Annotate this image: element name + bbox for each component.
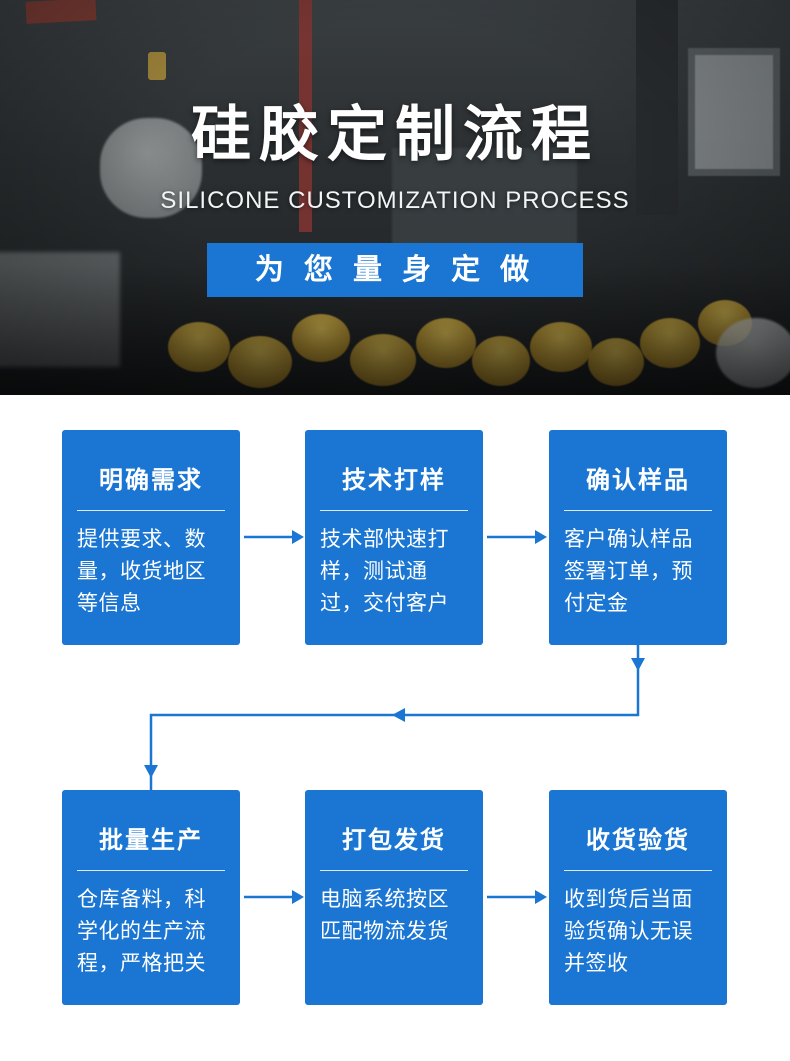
step-divider [564,510,712,511]
step-divider [564,870,712,871]
arrow-down-icon [631,658,645,671]
step-divider [77,510,225,511]
arrow-down-icon [144,765,158,778]
arrow-right-icon [535,890,547,904]
photo-hoist-shape [148,52,166,80]
step-card-3: 确认样品 客户确认样品签署订单，预付定金 [549,430,727,645]
arrow-left-icon [392,708,405,722]
step-description: 仓库备料，科学化的生产流程，严格把关 [77,888,206,975]
step-card-6: 收货验货 收到货后当面验货确认无误并签收 [549,790,727,1005]
hero-vignette [0,0,790,395]
page-subtitle: SILICONE CUSTOMIZATION PROCESS [160,187,630,214]
tagline-banner: 为 您 量 身 定 做 [206,243,584,297]
flow-connectors [144,530,645,904]
step-description: 技术部快速打样，测试通过，交付客户 [320,528,449,615]
step-card-4: 批量生产 仓库备料，科学化的生产流程，严格把关 [62,790,240,1005]
arrow-right-icon [535,530,547,544]
step-description: 客户确认样品签署订单，预付定金 [564,528,693,615]
photo-rack-shape [636,0,678,215]
step-divider [320,870,468,871]
step-divider [320,510,468,511]
arrow-right-icon [292,530,304,544]
step-title: 技术打样 [342,467,446,494]
step-card-2: 技术打样 技术部快速打样，测试通过，交付客户 [305,430,483,645]
wrap-connector-line [149,645,640,790]
arrow-right-icon [292,890,304,904]
photo-ibc-tote-shape [688,48,780,176]
step-card-5: 打包发货 电脑系统按区匹配物流发货 [305,790,483,1005]
step-title: 批量生产 [99,827,203,854]
photo-white-sack-shape [100,118,202,218]
photo-machine-shape [392,148,577,260]
step-description: 提供要求、数量，收货地区等信息 [77,528,206,615]
step-card-1: 明确需求 提供要求、数量，收货地区等信息 [62,430,240,645]
hero-content: 硅胶定制流程 SILICONE CUSTOMIZATION PROCESS 为 … [0,0,790,297]
photo-red-pole-shape [299,0,312,232]
step-title: 收货验货 [586,827,690,854]
step-title: 确认样品 [586,467,690,494]
process-flowchart: 明确需求 提供要求、数量，收货地区等信息 技术打样 技术部快速打样，测试通过，交… [0,395,790,1061]
hero-banner-section: 硅胶定制流程 SILICONE CUSTOMIZATION PROCESS 为 … [0,0,790,395]
step-divider [77,870,225,871]
page-title: 硅胶定制流程 [191,101,599,168]
step-description: 收到货后当面验货确认无误并签收 [564,888,693,975]
step-title: 明确需求 [99,467,203,494]
step-description: 电脑系统按区匹配物流发货 [320,888,449,943]
step-title: 打包发货 [342,827,446,854]
